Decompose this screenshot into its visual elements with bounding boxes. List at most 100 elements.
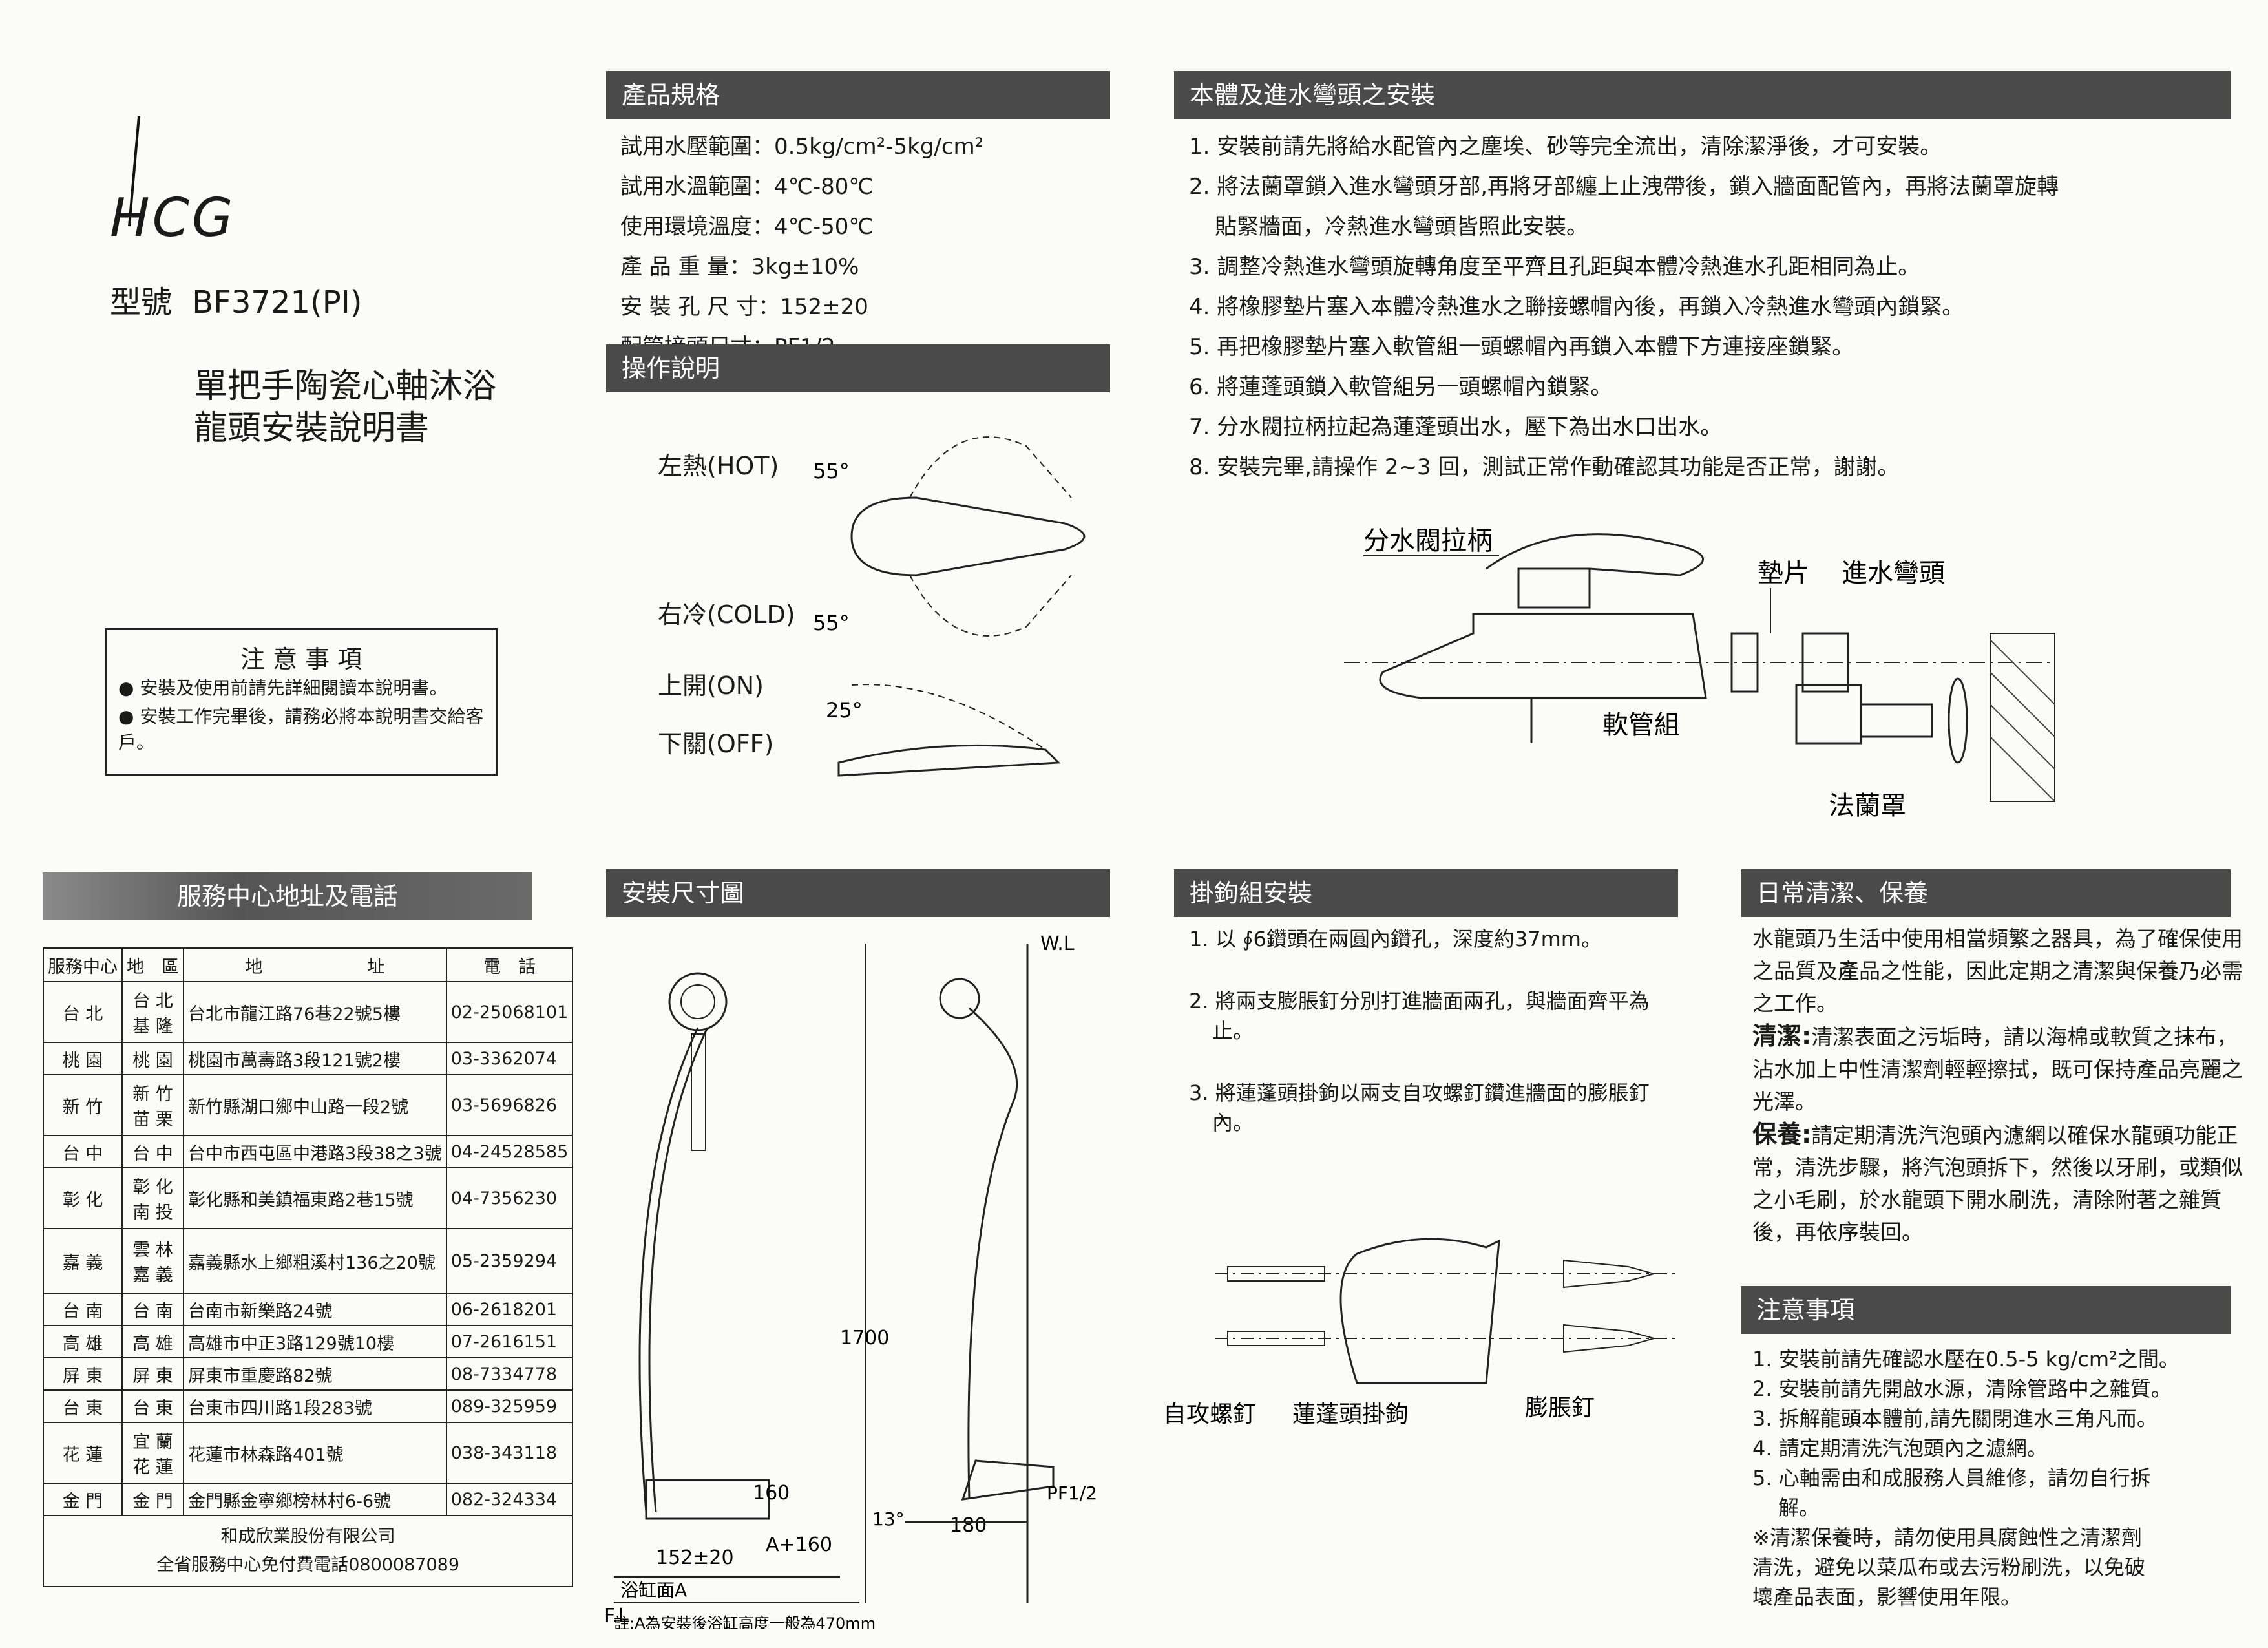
angle-cold: 55°	[813, 611, 850, 635]
install-step: 7. 分水閥拉柄拉起為蓮蓬頭出水，壓下為出水口出水。	[1189, 414, 1723, 440]
hotline: 全省服務中心免付費電話0800087089	[156, 1555, 460, 1575]
install-step: 3. 調整冷熱進水彎頭旋轉角度至平齊且孔距與本體冷熱進水孔距相同為止。	[1189, 254, 1920, 280]
notice-item-2: ● 安裝工作完畢後，請務必將本說明書交給客戶。	[118, 706, 484, 753]
caution-item: 5. 心軸需由和成服務人員維修，請勿自行拆	[1752, 1466, 2151, 1490]
hook-label: 蓮蓬頭掛鉤	[1292, 1401, 1409, 1428]
spec-row: 試用水壓範圍：0.5kg/cm²-5kg/cm²	[620, 134, 984, 160]
angle-13: 13°	[872, 1508, 905, 1530]
service-table-header: 服務中心 地 區 地 址 電 話	[43, 947, 574, 982]
brand-block: HCG 型號 BF3721(PI) 單把手陶瓷心軸沐浴 龍頭安裝說明書	[103, 110, 556, 448]
label-cold: 右冷(COLD)	[658, 600, 795, 629]
gasket-label: 墊片	[1758, 558, 1809, 588]
care-header: 日常清潔、保養	[1741, 869, 2231, 917]
specs-list: 試用水壓範圍：0.5kg/cm²-5kg/cm² 試用水溫範圍：4℃-80℃ 使…	[620, 127, 1111, 367]
caution-item: 解。	[1778, 1495, 1820, 1520]
spec-row: 安 裝 孔 尺 寸：152±20	[620, 294, 868, 320]
label-on: 上開(ON)	[658, 671, 764, 700]
install-step: 8. 安裝完畢,請操作 2~3 回，測試正常作動確認其功能是否正常，謝謝。	[1189, 454, 1900, 480]
care-section: 水龍頭乃生活中使用相當頻繁之器具，為了確保使用之品質及產品之性能，因此定期之清潔…	[1752, 923, 2243, 1249]
install-step: 4. 將橡膠墊片塞入本體冷熱進水之聯接螺帽內後，再鎖入冷熱進水彎頭內鎖緊。	[1189, 294, 1964, 320]
height-a160: A+160	[766, 1534, 832, 1556]
hook-diagram: 自攻螺釘 蓮蓬頭掛鉤 膨脹釘	[1163, 1238, 1680, 1428]
tub-label: 浴缸面A	[620, 1579, 687, 1601]
caution-item: ※清潔保養時，請勿使用具腐蝕性之清潔劑	[1752, 1525, 2142, 1550]
service-footer-row: 和成欣業股份有限公司 全省服務中心免付費電話0800087089	[42, 1515, 574, 1587]
specs-header: 產品規格	[606, 71, 1110, 119]
caution-item: 4. 請定期清洗汽泡頭內之濾網。	[1752, 1436, 2048, 1461]
screw-label: 自攻螺釘	[1163, 1401, 1256, 1428]
caution-list: 1. 安裝前請先確認水壓在0.5-5 kg/cm²之間。 2. 安裝前請先開啟水…	[1752, 1344, 2256, 1612]
spec-row: 使用環境溫度：4℃-50℃	[620, 214, 874, 240]
caution-item: 3. 拆解龍頭本體前,請先關閉進水三角凡而。	[1752, 1406, 2158, 1431]
caution-item: 1. 安裝前請先確認水壓在0.5-5 kg/cm²之間。	[1752, 1347, 2179, 1371]
doc-title-line2: 龍頭安裝說明書	[194, 409, 430, 448]
hook-step: 2. 將兩支膨脹釘分別打進牆面兩孔，與牆面齊平為止。	[1189, 989, 1650, 1043]
angle-hot: 55°	[813, 459, 850, 483]
install-header: 本體及進水彎頭之安裝	[1174, 71, 2231, 119]
notice-box: 注 意 事 項 ● 安裝及使用前請先詳細閱讀本說明書。 ● 安裝工作完畢後，請務…	[105, 628, 498, 776]
height-1700: 1700	[840, 1327, 889, 1349]
hook-steps: 1. 以 ∮6鑽頭在兩圓內鑽孔，深度約37mm。 2. 將兩支膨脹釘分別打進牆面…	[1189, 924, 1680, 1137]
label-hot: 左熱(HOT)	[658, 452, 779, 480]
hook-step: 1. 以 ∮6鑽頭在兩圓內鑽孔，深度約37mm。	[1189, 927, 1602, 951]
service-header: 服務中心地址及電話	[43, 872, 532, 920]
notice-item-1: ● 安裝及使用前請先詳細閱讀本說明書。	[118, 677, 448, 699]
dimension-header: 安裝尺寸圖	[606, 869, 1110, 917]
model-line: 型號 BF3721(PI)	[110, 277, 362, 322]
spec-row: 產 品 重 量：3kg±10%	[620, 254, 859, 280]
install-step: 1. 安裝前請先將給水配管內之塵埃、砂等完全流出，清除潔淨後，才可安裝。	[1189, 134, 1942, 160]
caution-item: 2. 安裝前請先開啟水源，清除管路中之雜質。	[1752, 1377, 2172, 1401]
install-step: 2. 將法蘭罩鎖入進水彎頭牙部,再將牙部纏上止洩帶後，鎖入牆面配管內，再將法蘭罩…	[1189, 174, 2059, 200]
care-maintenance: 保養:請定期清洗汽泡頭內濾網以確保水龍頭功能正常，清洗步驟，將汽泡頭拆下，然後以…	[1752, 1120, 2243, 1245]
dimension-drawing: 152±20 160 A+160 浴缸面A F.L 1700 W.L PF1/2…	[604, 933, 1097, 1629]
model-label: 型號	[110, 284, 173, 321]
diverter-label: 分水閥拉柄	[1363, 526, 1493, 556]
caution-header: 注意事項	[1741, 1286, 2231, 1334]
doc-title-line1: 單把手陶瓷心軸沐浴	[194, 367, 497, 406]
caution-item: 壞產品表面，影響使用年限。	[1752, 1585, 2022, 1609]
handle-diagram: 55° 55° 25°	[813, 436, 1086, 777]
hose-label: 軟管組	[1602, 710, 1680, 740]
care-intro: 水龍頭乃生活中使用相當頻繁之器具，為了確保使用之品質及產品之性能，因此定期之清潔…	[1752, 926, 2243, 1016]
install-step: 貼緊牆面，冷熱進水彎頭皆照此安裝。	[1215, 214, 1588, 240]
hook-step: 3. 將蓮蓬頭掛鉤以兩支自攻螺釘鑽進牆面的膨脹釘內。	[1189, 1081, 1650, 1135]
install-diagram: 分水閥拉柄 墊片 進水彎頭 軟管組 法蘭罩	[1344, 526, 2055, 821]
care-clean: 清潔:清潔表面之污垢時，請以海棉或軟質之抹布，沾水加上中性清潔劑輕輕擦拭，既可保…	[1752, 1022, 2243, 1114]
dimension-note: 註:A為安裝後浴缸高度一般為470mm	[614, 1614, 876, 1629]
operation-section: 左熱(HOT) 右冷(COLD) 上開(ON) 下關(OFF) 55° 55° …	[606, 401, 1110, 788]
height-160: 160	[753, 1482, 790, 1505]
width-180: 180	[950, 1514, 987, 1537]
elbow-label: 進水彎頭	[1842, 558, 1945, 588]
hook-header: 掛鉤組安裝	[1174, 869, 1678, 917]
service-table: 服務中心 地 區 地 址 電 話 台 北台 北 基 隆台北市龍江路76巷22號5…	[42, 947, 574, 1587]
spec-row: 試用水溫範圍：4℃-80℃	[620, 174, 874, 200]
pf-label: PF1/2	[1047, 1483, 1097, 1504]
label-off: 下關(OFF)	[658, 730, 774, 758]
angle-lift: 25°	[826, 698, 863, 723]
wl-label: W.L	[1040, 933, 1075, 955]
install-step: 6. 將蓮蓬頭鎖入軟管組另一頭螺帽內鎖緊。	[1189, 374, 1613, 400]
flange-label: 法蘭罩	[1829, 791, 1906, 821]
anchor-label: 膨脹釘	[1525, 1395, 1595, 1421]
company-name: 和成欣業股份有限公司	[220, 1527, 395, 1547]
caution-item: 清洗，避免以菜瓜布或去污粉刷洗，以免破	[1752, 1555, 2146, 1579]
operation-header: 操作說明	[606, 344, 1110, 392]
hcg-logo	[128, 116, 140, 227]
fl-label: F.L	[604, 1605, 629, 1627]
install-step: 5. 再把橡膠墊片塞入軟管組一頭螺帽內再鎖入本體下方連接座鎖緊。	[1189, 334, 1854, 360]
width-152: 152±20	[656, 1547, 734, 1569]
install-steps: 1. 安裝前請先將給水配管內之塵埃、砂等完全流出，清除潔淨後，才可安裝。 2. …	[1189, 127, 2249, 487]
notice-title: 注 意 事 項	[240, 645, 362, 673]
